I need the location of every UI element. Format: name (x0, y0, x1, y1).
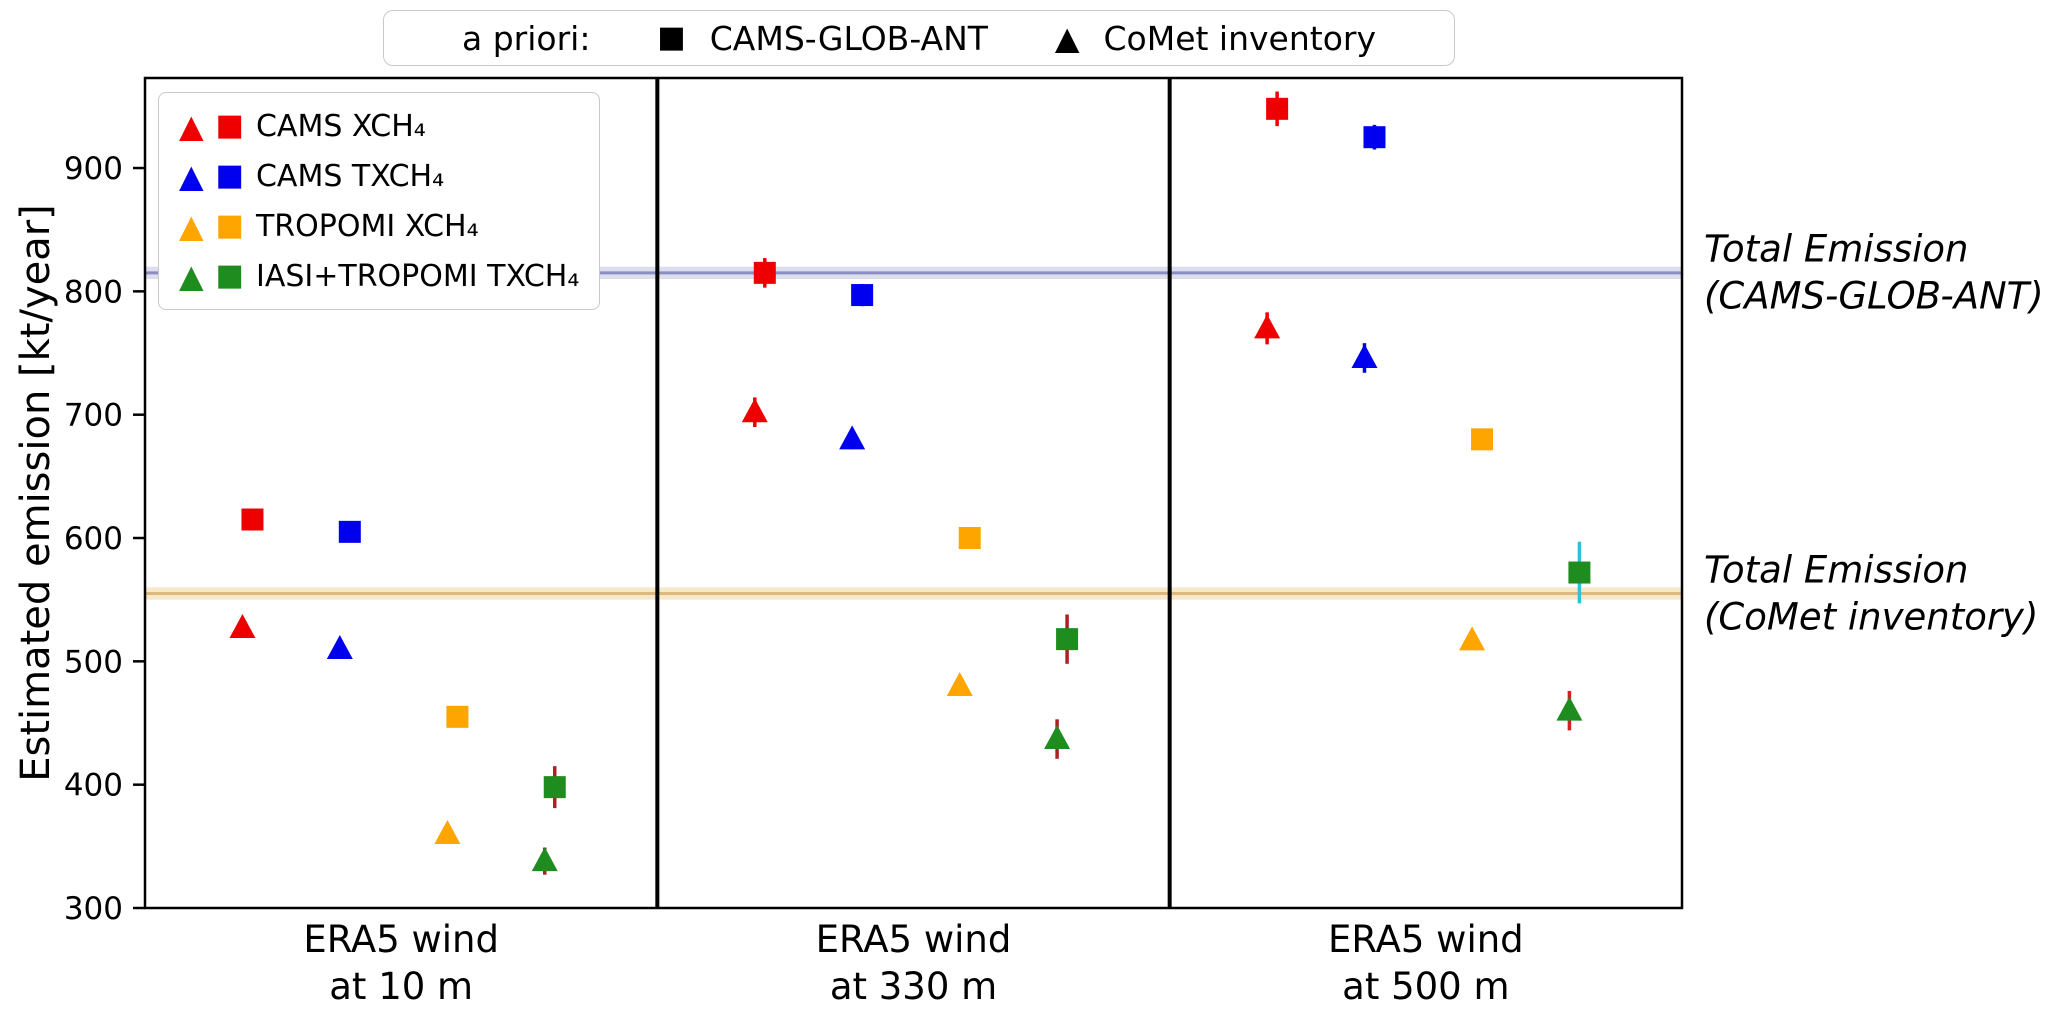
y-tick-label: 300 (64, 891, 123, 927)
square-marker-icon: ■ (215, 258, 244, 293)
series-legend-label: IASI+TROPOMI TXCH₄ (255, 258, 580, 294)
marker-iasi-tropomi-txch4-square-g2 (1568, 561, 1591, 584)
a-priori-triangle-label: CoMet inventory (1103, 18, 1376, 58)
y-axis-label: Estimated emission [kt/year] (13, 204, 59, 782)
y-tick-label: 500 (64, 644, 123, 680)
marker-cams-txch4-triangle-g0 (326, 635, 353, 660)
y-tick-label: 700 (64, 398, 123, 434)
marker-tropomi-xch4-triangle-g2 (1459, 626, 1486, 651)
a-priori-legend-item-cams-glob-ant: ■ CAMS-GLOB-ANT (657, 19, 988, 58)
series-legend-item-cams-xch4: ▲ ■ CAMS XCH₄ (179, 105, 579, 147)
marker-cams-txch4-triangle-g1 (839, 425, 866, 450)
y-tick-label: 600 (64, 521, 123, 557)
triangle-marker-icon: ▲ (179, 257, 204, 295)
marker-iasi-tropomi-txch4-square-g0 (543, 776, 566, 799)
series-legend-item-tropomi-xch4: ▲ ■ TROPOMI XCH₄ (179, 205, 579, 247)
marker-cams-txch4-square-g0 (338, 520, 361, 543)
marker-cams-txch4-triangle-g2 (1351, 343, 1378, 368)
marker-tropomi-xch4-square-g1 (958, 527, 981, 550)
series-legend-label: TROPOMI XCH₄ (255, 208, 479, 244)
marker-cams-xch4-square-g2 (1266, 97, 1289, 120)
marker-tropomi-xch4-triangle-g0 (434, 820, 461, 845)
y-tick-label: 400 (64, 768, 123, 804)
marker-iasi-tropomi-txch4-triangle-g1 (1044, 725, 1071, 750)
marker-cams-txch4-square-g1 (851, 284, 874, 307)
marker-cams-xch4-triangle-g2 (1254, 314, 1281, 339)
marker-cams-xch4-triangle-g1 (741, 398, 768, 423)
plot-frame (143, 76, 1684, 910)
square-marker-icon: ■ (657, 20, 686, 55)
a-priori-square-label: CAMS-GLOB-ANT (709, 18, 988, 58)
marker-tropomi-xch4-square-g2 (1471, 428, 1494, 451)
triangle-marker-icon: ▲ (1054, 19, 1080, 57)
marker-cams-xch4-square-g0 (241, 508, 264, 531)
y-tick-label: 800 (64, 274, 123, 310)
marker-iasi-tropomi-txch4-square-g1 (1056, 628, 1079, 651)
triangle-marker-icon: ▲ (179, 157, 204, 195)
marker-cams-xch4-triangle-g0 (229, 614, 256, 639)
series-legend-item-iasi-tropomi-txch4: ▲ ■ IASI+TROPOMI TXCH₄ (179, 255, 579, 297)
annotation-total-emission-comet: Total Emission (CoMet inventory) (1704, 548, 2039, 639)
triangle-marker-icon: ▲ (179, 107, 204, 145)
marker-iasi-tropomi-txch4-triangle-g0 (531, 847, 558, 872)
square-marker-icon: ■ (215, 108, 244, 143)
a-priori-legend-title: a priori: (462, 18, 591, 58)
series-legend: ▲ ■ CAMS XCH₄ ▲ ■ CAMS TXCH₄ ▲ ■ TROPOMI XCH₄ ▲ ■ I… (158, 92, 601, 310)
annotation-total-emission-cams-glob-ant: Total Emission (CAMS-GLOB-ANT) (1704, 227, 2044, 318)
marker-cams-xch4-square-g1 (753, 261, 776, 284)
square-marker-icon: ■ (215, 158, 244, 193)
marker-tropomi-xch4-triangle-g1 (946, 672, 973, 697)
series-legend-item-cams-txch4: ▲ ■ CAMS TXCH₄ (179, 155, 579, 197)
a-priori-legend: a priori: ■ CAMS-GLOB-ANT ▲ CoMet invent… (383, 10, 1455, 66)
marker-iasi-tropomi-txch4-triangle-g2 (1556, 696, 1583, 721)
marker-tropomi-xch4-square-g0 (446, 705, 469, 728)
triangle-marker-icon: ▲ (179, 207, 204, 245)
a-priori-legend-item-comet: ▲ CoMet inventory (1055, 19, 1376, 58)
square-marker-icon: ■ (215, 208, 244, 243)
marker-cams-txch4-square-g2 (1363, 126, 1386, 149)
series-legend-label: CAMS TXCH₄ (255, 158, 445, 194)
series-legend-label: CAMS XCH₄ (255, 108, 426, 144)
y-tick-label: 900 (64, 151, 123, 187)
